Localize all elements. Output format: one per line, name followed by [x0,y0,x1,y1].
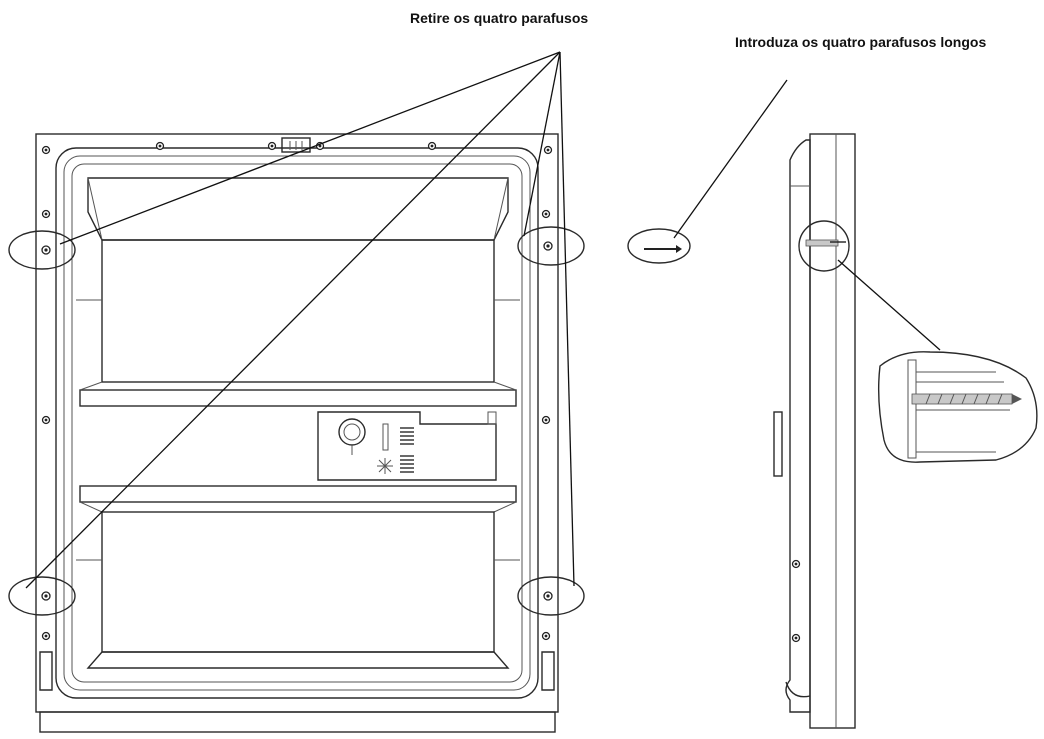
side-view-foot [785,681,811,698]
long-screw-icon [627,79,788,264]
screw-remove-top-left [8,230,76,270]
lower-panel [101,511,495,653]
dispenser-grille-bottom [400,455,414,473]
band-bevel-bl [79,501,103,513]
side-view-screw-detail-circle [798,220,850,272]
door-front-view [8,51,585,733]
door-side-view [773,133,1038,729]
remove-screws-label: Retire os quatro parafusos [410,10,589,26]
side-view-inner-door [785,139,811,713]
insert-screws-leader-line [673,79,788,239]
hinge-tab-left [39,651,53,691]
upper-panel-bevel-right [493,177,509,241]
insert-screws-label: Introduza os quatro parafusos longos [735,34,987,50]
band-bevel-br [493,501,517,513]
upper-panel [101,239,495,383]
door-inner-frame-2 [63,155,531,691]
door-inner-frame [55,147,539,699]
band-bevel-tl [79,381,103,391]
zoom-connector-line [837,259,941,351]
middle-band-bottom [79,485,517,503]
zoomed-screw-detail [877,351,1038,463]
band-bevel-tr [493,381,517,391]
upper-panel-bevel-left [87,177,103,241]
door-outer-panel [35,133,559,713]
side-view-handle [773,411,783,477]
door-latch [281,137,311,153]
lower-panel-bottom [86,651,510,669]
sun-icon [377,458,393,474]
door-bottom-strip [39,711,556,733]
door-inner-frame-3 [71,163,523,683]
dispenser-grille-top [400,427,414,445]
screw-remove-bottom-left [8,576,76,616]
middle-band-top [79,389,517,407]
remove-screws-leader-lines [25,51,575,589]
frame-screws [41,141,553,641]
detergent-dispenser [317,411,497,481]
screw-remove-bottom-right [517,576,585,616]
dispenser-knob [338,418,366,446]
screw-remove-top-right [517,226,585,266]
hinge-tab-right [541,651,555,691]
rinse-aid-indicator [382,423,389,451]
